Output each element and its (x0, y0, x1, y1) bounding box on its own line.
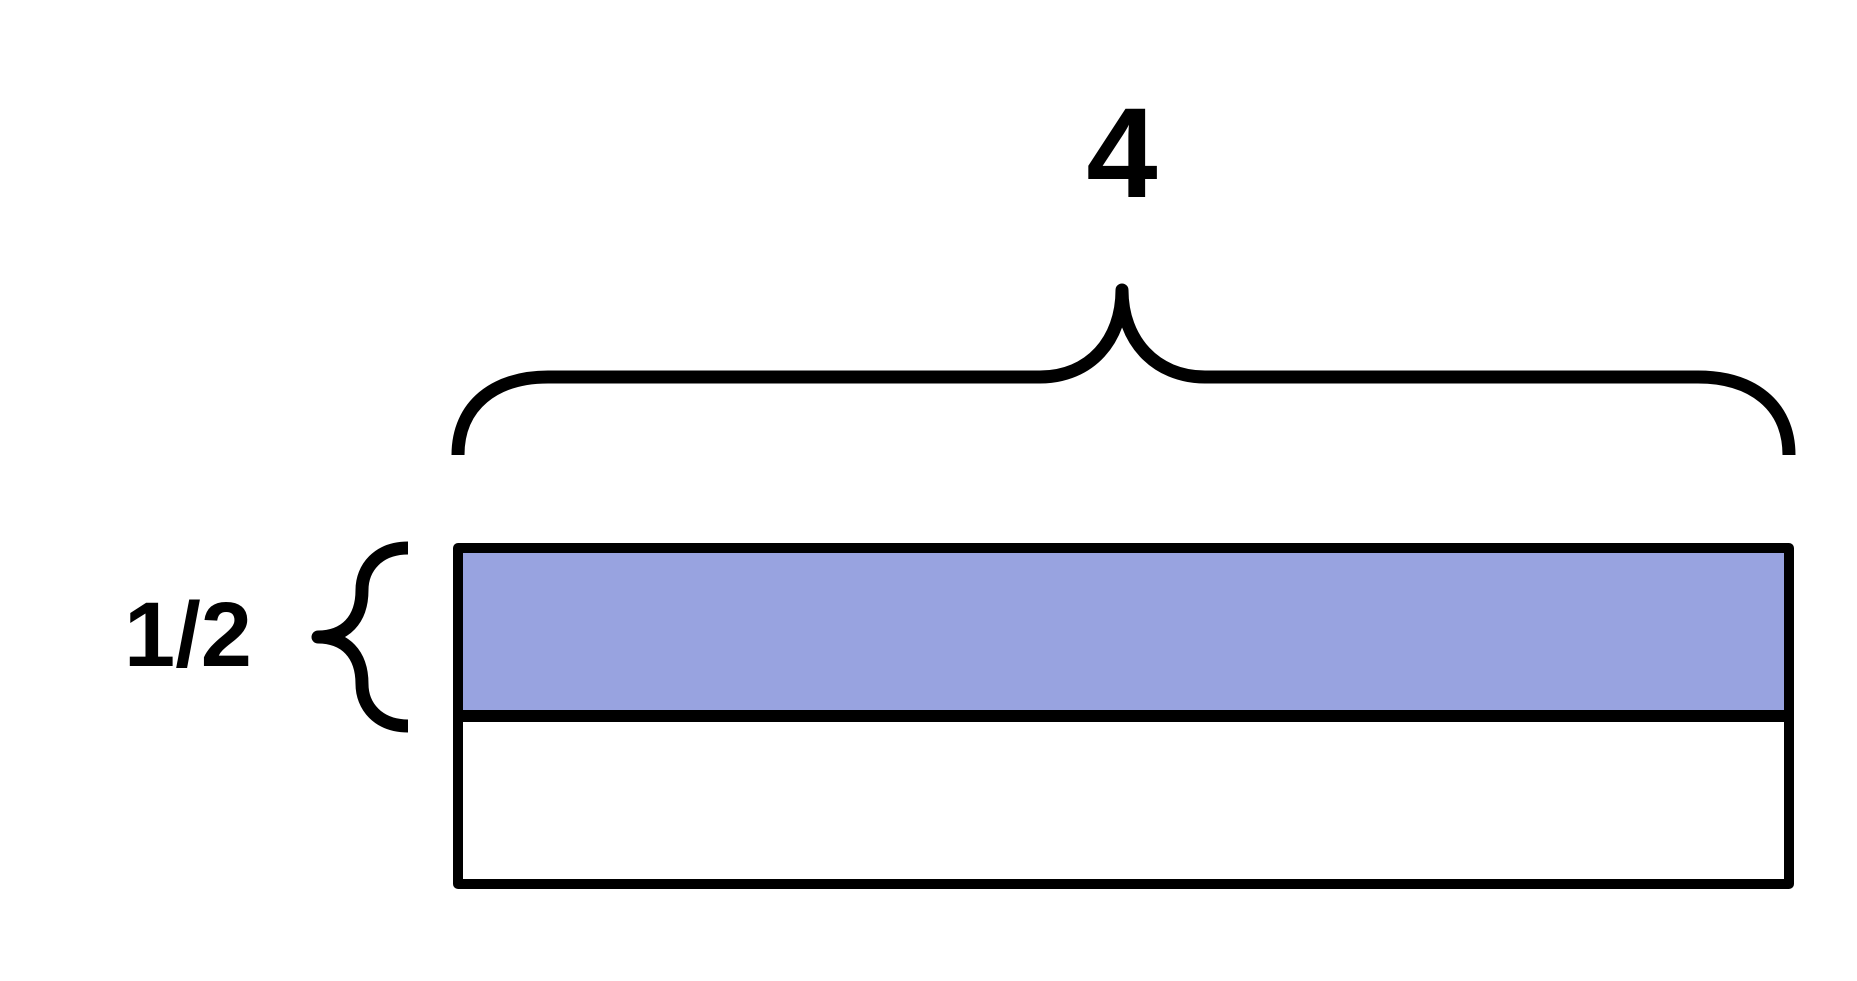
part-brace (311, 541, 409, 733)
total-label: 4 (1086, 82, 1157, 225)
unshaded-part (462, 716, 1785, 880)
shaded-part (462, 552, 1785, 716)
total-brace (451, 283, 1796, 456)
part-label: 1/2 (124, 584, 252, 686)
